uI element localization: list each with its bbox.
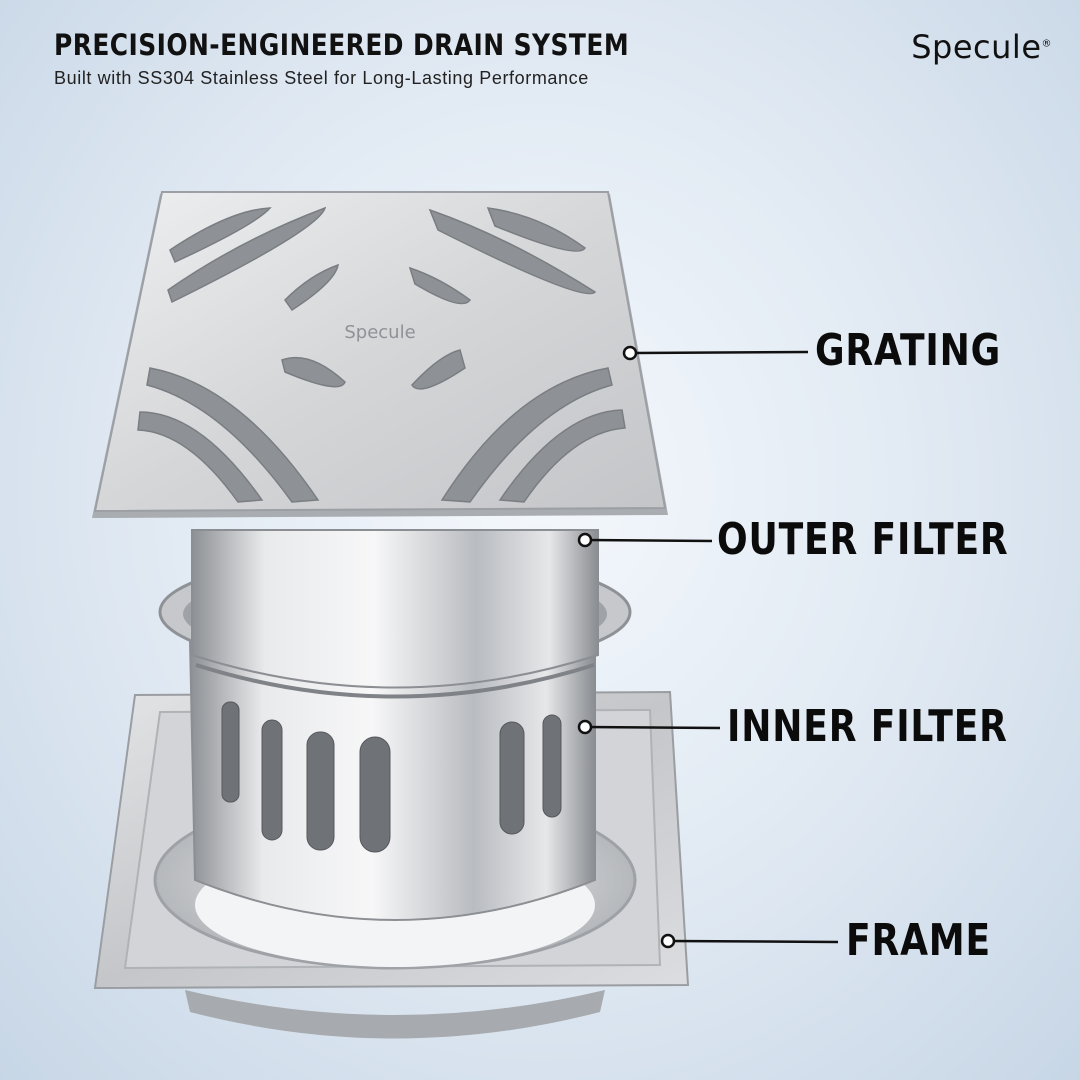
callout-lines bbox=[577, 345, 839, 949]
frame-leader-line bbox=[667, 939, 839, 944]
grating-leader-dot bbox=[622, 345, 638, 361]
engraved-logo: Specule bbox=[344, 322, 415, 343]
brand-logo: Specule® bbox=[911, 28, 1052, 66]
page-subtitle: Built with SS304 Stainless Steel for Lon… bbox=[54, 68, 589, 88]
page-title: PRECISION-ENGINEERED DRAIN SYSTEM bbox=[54, 28, 630, 62]
callout-inner-filter: INNER FILTER bbox=[727, 701, 1008, 752]
registered-mark: ® bbox=[1041, 38, 1052, 50]
frame-leader-dot bbox=[660, 933, 676, 949]
callout-outer-filter: OUTER FILTER bbox=[717, 514, 1009, 565]
grating-leader-line bbox=[629, 350, 809, 355]
inner-filter-leader-dot bbox=[577, 719, 593, 735]
outer-filter-leader-line bbox=[584, 538, 713, 543]
inner-filter-leader-line bbox=[584, 725, 721, 730]
outer-filter-leader-dot bbox=[577, 532, 593, 548]
brand-name: Specule bbox=[911, 28, 1042, 66]
callout-frame: FRAME bbox=[846, 915, 992, 966]
callout-grating: GRATING bbox=[815, 325, 1002, 376]
grating-part: Specule bbox=[92, 191, 668, 518]
outer-filter-part bbox=[191, 529, 599, 699]
